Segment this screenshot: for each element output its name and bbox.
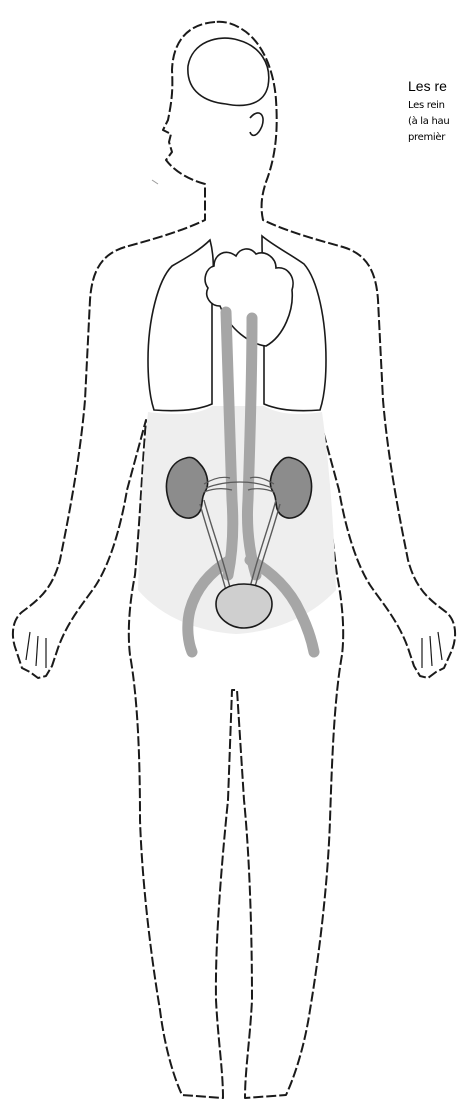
caption-line-3: premièr — [408, 130, 468, 146]
caption-line-1: Les rein — [408, 98, 468, 114]
bladder — [216, 584, 272, 628]
small-mark — [152, 180, 158, 184]
caption-title: Les re — [408, 78, 468, 94]
caption-block: Les re Les rein (à la hau premièr — [408, 78, 468, 146]
caption-line-2: (à la hau — [408, 114, 468, 130]
right-kidney — [270, 457, 311, 518]
